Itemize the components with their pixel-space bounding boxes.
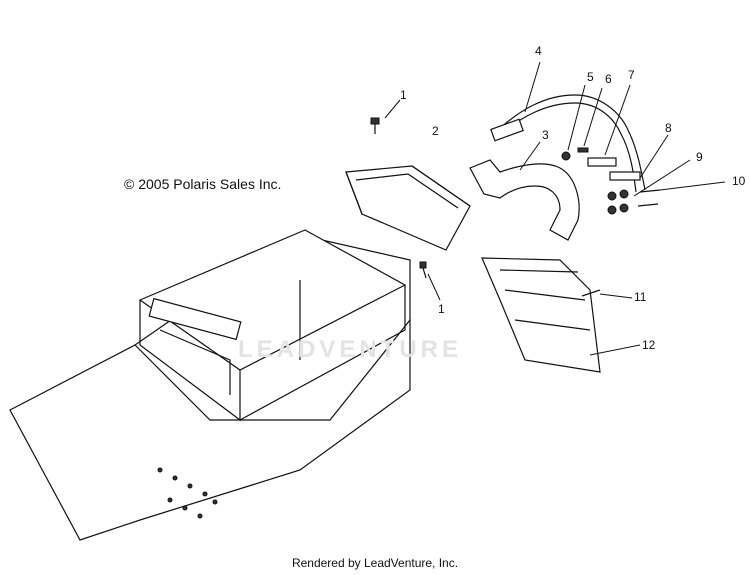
callout-11: 11 [634,290,647,304]
part-3-grab-handle [469,159,580,241]
callout-12: 12 [642,338,656,352]
part-8-10-hardware [607,171,661,215]
callout-10: 10 [732,174,746,188]
callout-2: 2 [432,124,439,138]
callout-1-top: 1 [400,88,407,102]
part-5-7-hardware [561,147,617,167]
callout-3: 3 [542,128,549,142]
part-12-snow-flap [481,257,601,373]
part-4-bumper [490,94,646,193]
footer-credit: Rendered by LeadVenture, Inc. [291,556,459,570]
chassis-rivets [157,467,218,519]
callout-6: 6 [605,72,612,86]
callout-4: 4 [535,44,542,58]
callout-9: 9 [696,150,703,164]
part-2-lid [345,165,471,251]
watermark-text: LEADVENTURE [238,336,463,363]
chassis-tunnel [9,229,411,541]
callout-1-middle: 1 [438,302,445,316]
part-1-bolt-middle [419,261,427,279]
part-11-pin [581,289,601,297]
callout-7: 7 [628,68,635,82]
callout-5: 5 [587,70,594,84]
copyright-text: © 2005 Polaris Sales Inc. [124,176,282,192]
callout-8: 8 [665,121,672,135]
part-1-bolt-top [370,117,380,134]
